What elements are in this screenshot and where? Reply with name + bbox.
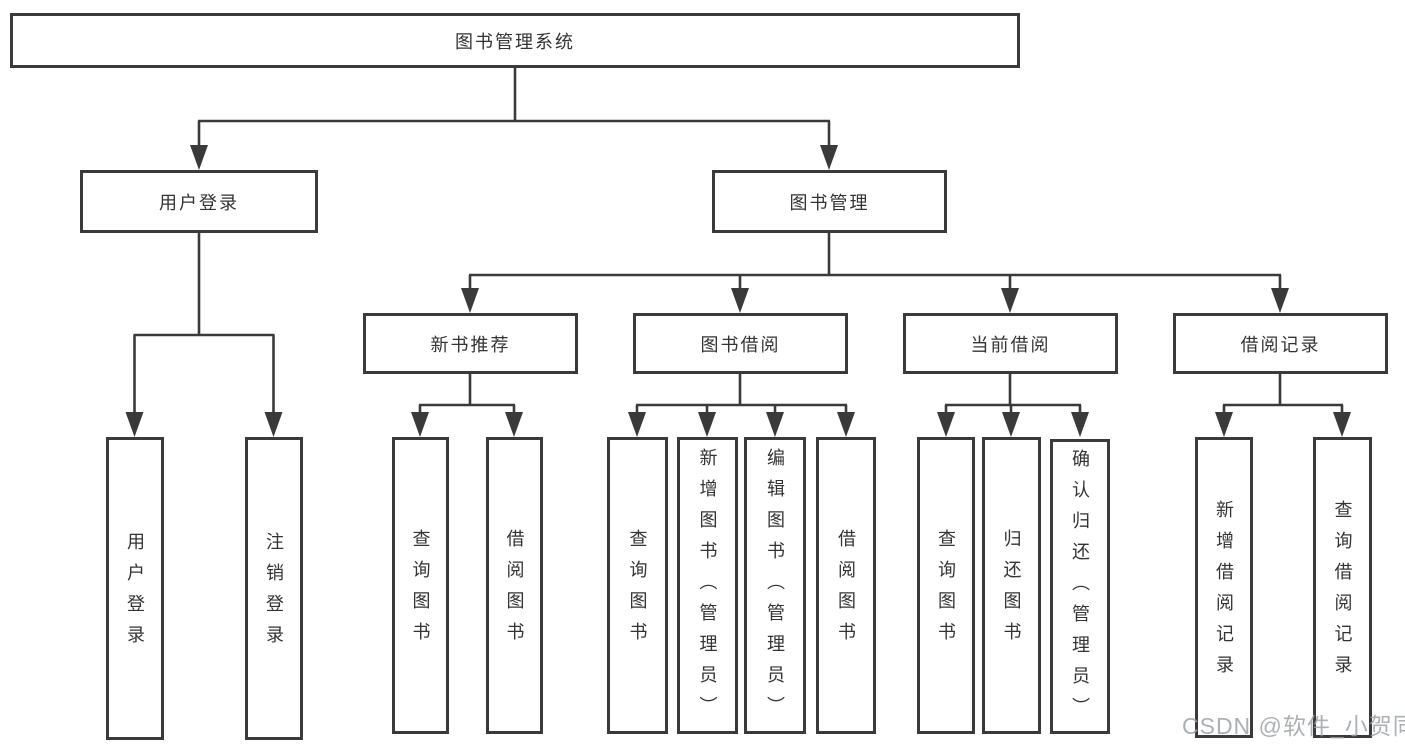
leaf-user-login: 用户登录 bbox=[106, 437, 164, 740]
node-label: 新增图书（管理员） bbox=[697, 448, 718, 727]
node-label: 用户登录 bbox=[159, 192, 239, 213]
node-label: 确认归还（管理员） bbox=[1070, 449, 1090, 728]
node-label: 注销登录 bbox=[264, 531, 284, 656]
leaf-confirm-return-admin: 确认归还（管理员） bbox=[1050, 439, 1110, 734]
node-book-management-branch: 图书管理 bbox=[712, 170, 947, 233]
csdn-watermark: CSDN @软件_小贺同学 bbox=[1182, 713, 1405, 739]
node-label: 新书推荐 bbox=[430, 334, 511, 355]
leaf-borrow-books: 借阅图书 bbox=[816, 437, 876, 734]
node-label: 借阅图书 bbox=[504, 528, 525, 653]
node-label: 借阅图书 bbox=[836, 528, 856, 653]
node-label: 图书管理 bbox=[789, 192, 870, 213]
node-borrow-records: 借阅记录 bbox=[1173, 313, 1388, 374]
leaf-return-books: 归还图书 bbox=[982, 437, 1041, 734]
leaf-borrow-books-recommend: 借阅图书 bbox=[486, 437, 543, 734]
leaf-query-books-borrow: 查询图书 bbox=[607, 437, 668, 734]
node-label: 编辑图书（管理员） bbox=[765, 448, 785, 727]
node-label: 查询借阅记录 bbox=[1332, 499, 1353, 686]
node-label: 查询图书 bbox=[627, 528, 648, 653]
node-new-book-recommend: 新书推荐 bbox=[363, 313, 578, 374]
leaf-query-borrow-record: 查询借阅记录 bbox=[1313, 437, 1372, 738]
node-label: 用户登录 bbox=[125, 531, 145, 656]
leaf-add-books-admin: 新增图书（管理员） bbox=[677, 437, 738, 734]
node-label: 查询图书 bbox=[936, 528, 956, 653]
node-label: 归还图书 bbox=[1001, 528, 1022, 653]
node-label: 图书管理系统 bbox=[455, 31, 575, 52]
leaf-logout: 注销登录 bbox=[245, 437, 303, 740]
leaf-query-books-recommend: 查询图书 bbox=[392, 437, 449, 734]
leaf-edit-books-admin: 编辑图书（管理员） bbox=[744, 437, 806, 734]
node-current-borrow: 当前借阅 bbox=[903, 313, 1118, 374]
node-label: 借阅记录 bbox=[1240, 334, 1321, 355]
node-root-library-management-system: 图书管理系统 bbox=[10, 13, 1020, 68]
leaf-query-books-current: 查询图书 bbox=[917, 437, 975, 734]
leaf-add-borrow-record: 新增借阅记录 bbox=[1195, 437, 1253, 738]
node-label: 查询图书 bbox=[410, 528, 431, 653]
node-book-borrow: 图书借阅 bbox=[633, 313, 848, 374]
node-user-login-branch: 用户登录 bbox=[80, 170, 318, 233]
node-label: 当前借阅 bbox=[970, 334, 1051, 355]
node-label: 新增借阅记录 bbox=[1214, 499, 1234, 686]
node-label: 图书借阅 bbox=[700, 334, 781, 355]
